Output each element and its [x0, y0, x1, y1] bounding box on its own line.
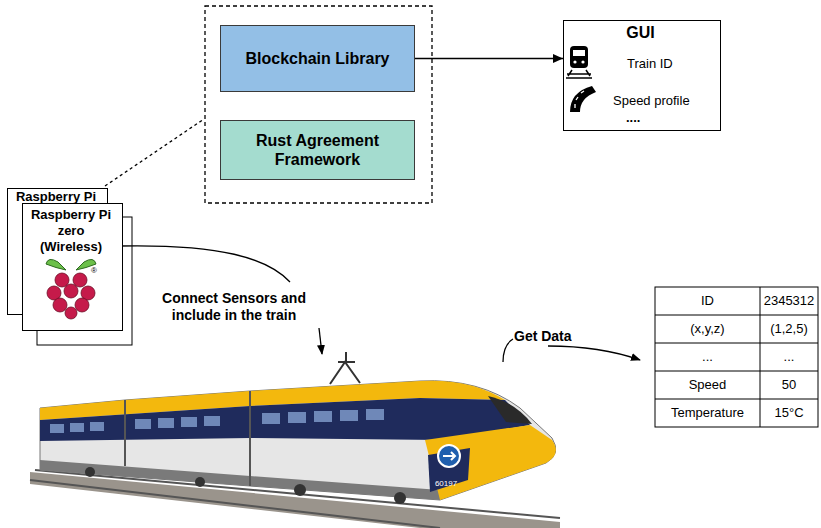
- framework-box: Rust Agreement Framework: [220, 120, 415, 180]
- table-cell: ID: [655, 287, 760, 315]
- library-box: Blockchain Library: [220, 25, 415, 92]
- node-title: Raspberry Pi zero (Wireless): [23, 207, 119, 255]
- table-cell: (x,y,z): [655, 315, 760, 343]
- node-text: Train ID: [627, 56, 713, 72]
- train-illustration: [30, 352, 560, 528]
- table-cell: ...: [760, 343, 818, 371]
- node-text: Speed profile: [613, 93, 713, 109]
- train-number: 60197: [428, 478, 464, 489]
- gui-box: GUI Train ID Speed profile....: [563, 20, 721, 131]
- annotation: Connect Sensors and include in the train: [150, 288, 318, 326]
- sensor-wire: [119, 246, 290, 282]
- flow-arrow: [415, 58, 563, 60]
- table-cell: 50: [760, 371, 818, 399]
- data-hook: [503, 339, 513, 362]
- device-card: Raspberry Pi zero (Wireless): [22, 203, 123, 331]
- table-cell: Speed: [655, 371, 760, 399]
- dotted-leader: [105, 119, 204, 186]
- node-title: Rust Agreement Framework: [229, 131, 406, 169]
- dashed-container: [205, 6, 432, 203]
- table-cell: Temperature: [655, 399, 760, 427]
- node-title: Blockchain Library: [245, 49, 389, 68]
- table-cell: ...: [655, 343, 760, 371]
- pointer-arrow: [319, 328, 322, 354]
- table-cell: 15°C: [760, 399, 818, 427]
- trademark-mark: ®: [88, 266, 100, 276]
- node-text: ....: [626, 110, 676, 126]
- annotation: Get Data: [514, 327, 584, 345]
- table-cell: (1,2,5): [760, 315, 818, 343]
- arrow-head: [553, 54, 563, 63]
- node-title: GUI: [564, 23, 717, 42]
- data-table-grid: [655, 287, 818, 427]
- table-cell: 2345312: [760, 287, 818, 315]
- data-arrow: [548, 346, 640, 360]
